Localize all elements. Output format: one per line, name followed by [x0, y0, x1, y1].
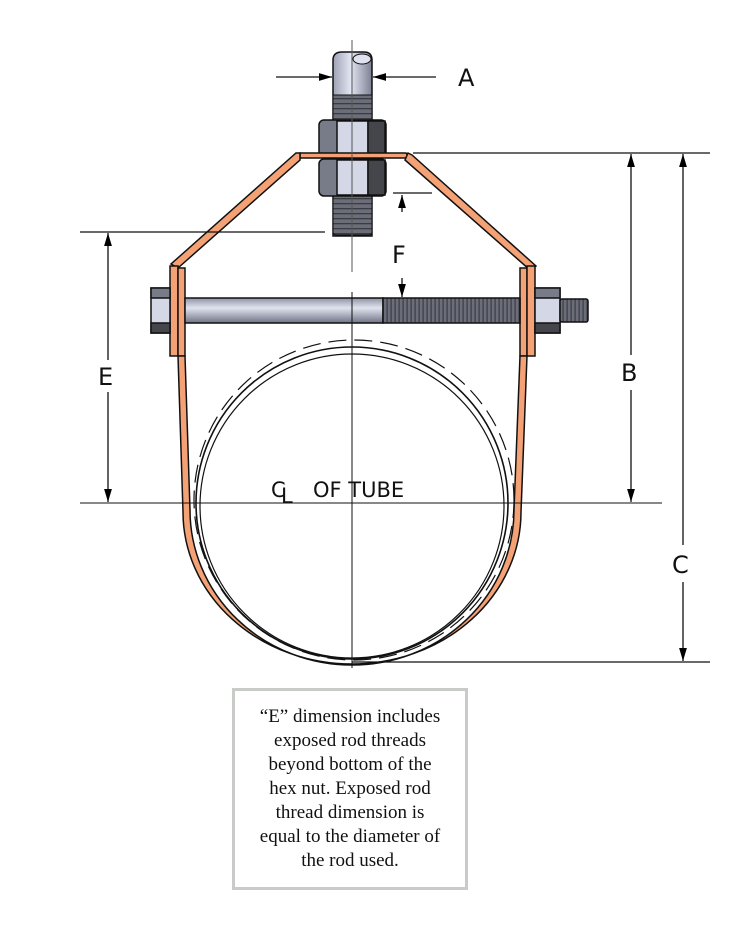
note-line: thread dimension is [275, 802, 425, 823]
note-line: exposed rod threads [274, 730, 426, 751]
copper-strap [169, 151, 538, 666]
note-line: the rod used. [301, 850, 399, 871]
svg-text:OF TUBE: OF TUBE [313, 478, 404, 502]
dimension-b-label: B [621, 359, 637, 387]
dimension-c-label: C [672, 551, 689, 579]
note-box: “E” dimension includes exposed rod threa… [232, 688, 468, 890]
svg-text:L: L [281, 484, 293, 508]
note-line: hex nut. Exposed rod [269, 778, 431, 799]
note-line: “E” dimension includes [259, 706, 441, 727]
dimension-lines [80, 73, 710, 663]
centerlines [80, 40, 662, 668]
note-line: equal to the diameter of [259, 826, 441, 847]
svg-text:C: C [271, 478, 286, 502]
cross-bolt [150, 287, 589, 334]
dimension-f-label: F [392, 241, 406, 269]
centerline-label: C L OF TUBE [271, 478, 404, 508]
note-line: beyond bottom of the [268, 754, 432, 775]
dimension-a-label: A [458, 64, 475, 92]
dimension-e-label: E [98, 363, 113, 391]
